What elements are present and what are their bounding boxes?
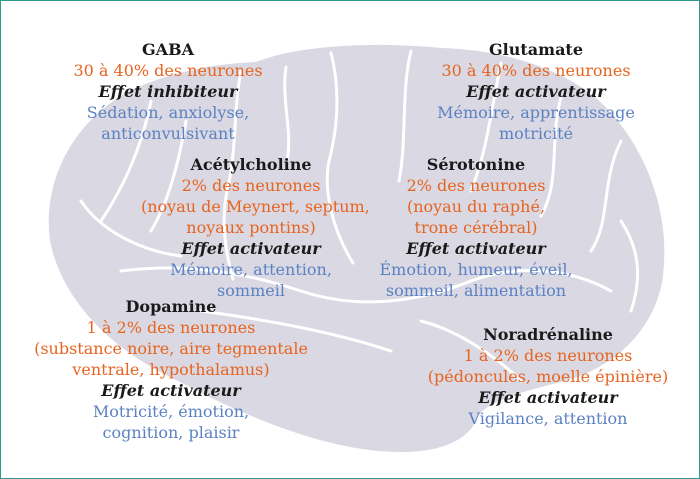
- percentage-dopamine-line-3: ventrale, hypothalamus): [72, 360, 270, 379]
- name-dopamine: Dopamine: [125, 297, 217, 316]
- percentage-acetylcholine-line-1: 2% des neurones: [181, 176, 321, 195]
- brain-sulci: [79, 49, 640, 383]
- name-glutamate: Glutamate: [489, 40, 583, 59]
- brain-shape: [46, 42, 667, 455]
- name-acetylcholine: Acétylcholine: [190, 155, 312, 174]
- role-acetylcholine-line-2: sommeil: [217, 281, 285, 300]
- role-acetylcholine-line-1: Mémoire, attention,: [170, 260, 332, 279]
- block-noradrenaline: Noradrénaline 1 à 2% des neurones (pédon…: [413, 324, 683, 429]
- block-glutamate: Glutamate 30 à 40% des neurones Effet ac…: [431, 39, 641, 144]
- name-gaba: GABA: [141, 40, 194, 59]
- percentage-serotonine-line-1: 2% des neurones: [406, 176, 546, 195]
- effect-gaba: Effet inhibiteur: [98, 82, 238, 101]
- effect-glutamate: Effet activateur: [466, 82, 606, 101]
- role-serotonine-line-2: sommeil, alimentation: [385, 281, 567, 300]
- name-noradrenaline: Noradrénaline: [483, 325, 613, 344]
- percentage-acetylcholine-line-3: noyaux pontins): [186, 218, 316, 237]
- percentage-dopamine-line-1: 1 à 2% des neurones: [86, 318, 256, 337]
- percentage-acetylcholine-line-2: (noyau de Meynert, septum,: [141, 197, 370, 216]
- percentage-gaba: 30 à 40% des neurones: [73, 61, 263, 80]
- name-serotonine: Sérotonine: [426, 155, 526, 174]
- effect-acetylcholine: Effet activateur: [181, 239, 321, 258]
- block-acetylcholine: Acétylcholine 2% des neurones (noyau de …: [141, 154, 370, 301]
- role-gaba-line-2: anticonvulsivant: [101, 124, 235, 143]
- block-serotonine: Sérotonine 2% des neurones (noyau du rap…: [371, 154, 581, 301]
- percentage-noradrenaline-line-1: 1 à 2% des neurones: [463, 346, 633, 365]
- role-dopamine-line-1: Motricité, émotion,: [92, 402, 250, 421]
- role-noradrenaline-line-1: Vigilance, attention: [468, 409, 628, 428]
- percentage-noradrenaline-line-2: (pédoncules, moelle épinière): [427, 367, 669, 386]
- percentage-serotonine-line-2: (noyau du raphé,: [406, 197, 546, 216]
- block-dopamine: Dopamine 1 à 2% des neurones (substance …: [21, 296, 321, 443]
- role-dopamine-line-2: cognition, plaisir: [102, 423, 240, 442]
- percentage-glutamate: 30 à 40% des neurones: [441, 61, 631, 80]
- percentage-dopamine-line-2: (substance noire, aire tegmentale: [34, 339, 308, 358]
- role-serotonine-line-1: Émotion, humeur, éveil,: [379, 260, 573, 279]
- block-gaba: GABA 30 à 40% des neurones Effet inhibit…: [63, 39, 273, 144]
- percentage-serotonine-line-3: trone cérébral): [414, 218, 538, 237]
- role-glutamate-line-1: Mémoire, apprentissage: [437, 103, 635, 122]
- effect-noradrenaline: Effet activateur: [478, 388, 618, 407]
- effect-dopamine: Effet activateur: [101, 381, 241, 400]
- effect-serotonine: Effet activateur: [406, 239, 546, 258]
- role-gaba-line-1: Sédation, anxiolyse,: [86, 103, 250, 122]
- role-glutamate-line-2: motricité: [499, 124, 573, 143]
